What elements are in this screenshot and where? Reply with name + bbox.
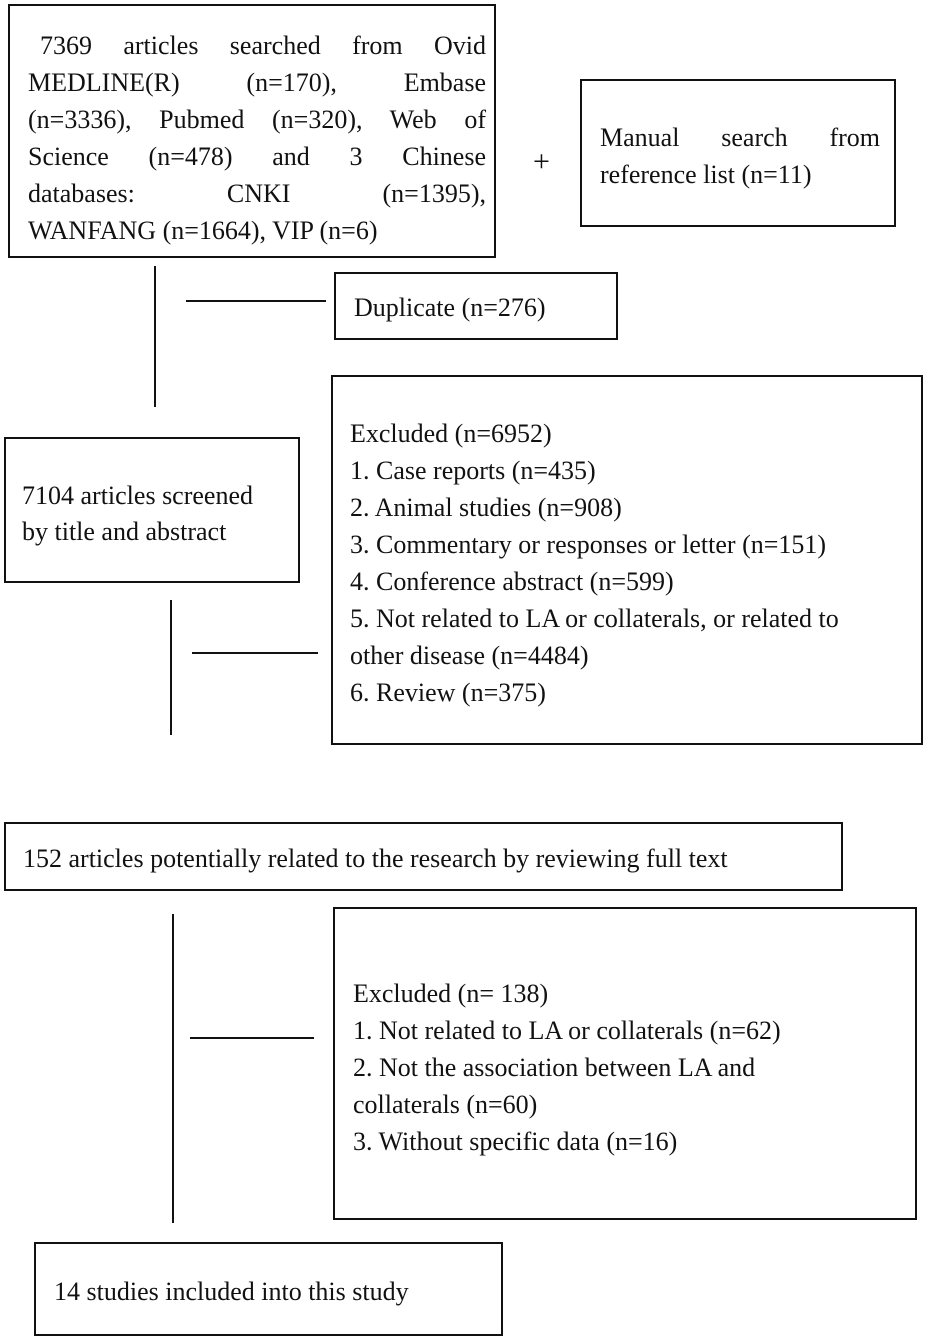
screened-box: 7104 articles screened by title and abst… [4, 437, 300, 583]
excluded-box-1: Excluded (n=6952) 1. Case reports (n=435… [331, 375, 923, 745]
excluded-1-item-3: 3. Commentary or responses or letter (n=… [350, 530, 827, 559]
search-line-3: (n=3336), Pubmed (n=320), Web of [28, 105, 486, 134]
screened-line-1: 7104 articles screened [22, 481, 254, 510]
screened-line-2: by title and abstract [22, 517, 227, 546]
excluded-1-item-4: 4. Conference abstract (n=599) [350, 567, 674, 596]
search-line-1: 7369 articles searched from Ovid [40, 31, 486, 60]
connector-vertical-3 [172, 914, 174, 1223]
excluded-box-2: Excluded (n= 138) 1. Not related to LA o… [333, 907, 917, 1220]
fulltext-label: 152 articles potentially related to the … [23, 844, 728, 873]
excluded-1-title: Excluded (n=6952) [350, 419, 552, 448]
search-line-5: databases: CNKI (n=1395), [28, 179, 486, 208]
search-line-2: MEDLINE(R) (n=170), Embase [28, 68, 486, 97]
duplicate-box: Duplicate (n=276) [334, 272, 618, 340]
excluded-1-item-1: 1. Case reports (n=435) [350, 456, 596, 485]
plus-sign: + [533, 145, 550, 178]
fulltext-box: 152 articles potentially related to the … [4, 822, 843, 891]
connector-excluded-1 [192, 652, 318, 654]
excluded-2-item-2: 2. Not the association between LA and [353, 1053, 756, 1082]
search-line-4: Science (n=478) and 3 Chinese [28, 142, 486, 171]
search-line-6: WANFANG (n=1664), VIP (n=6) [28, 216, 378, 245]
search-sources-box: 7369 articles searched from Ovid MEDLINE… [8, 4, 496, 258]
manual-search-box: Manual search from reference list (n=11) [580, 79, 896, 227]
excluded-2-item-2-cont: collaterals (n=60) [353, 1090, 538, 1119]
excluded-2-title: Excluded (n= 138) [353, 979, 549, 1008]
connector-vertical-2 [170, 600, 172, 735]
duplicate-label: Duplicate (n=276) [354, 293, 546, 322]
connector-vertical-1 [154, 266, 156, 407]
connector-duplicate [186, 300, 326, 302]
excluded-2-item-1: 1. Not related to LA or collaterals (n=6… [353, 1016, 781, 1045]
included-box: 14 studies included into this study [34, 1242, 503, 1336]
excluded-2-item-3: 3. Without specific data (n=16) [353, 1127, 678, 1156]
included-label: 14 studies included into this study [54, 1277, 409, 1306]
excluded-1-item-5-cont: other disease (n=4484) [350, 641, 589, 670]
excluded-1-item-2: 2. Animal studies (n=908) [350, 493, 622, 522]
manual-line-2: reference list (n=11) [600, 160, 812, 189]
excluded-1-item-6: 6. Review (n=375) [350, 678, 546, 707]
excluded-1-item-5: 5. Not related to LA or collaterals, or … [350, 604, 839, 633]
connector-excluded-2 [190, 1037, 314, 1039]
manual-line-1: Manual search from [600, 123, 880, 152]
